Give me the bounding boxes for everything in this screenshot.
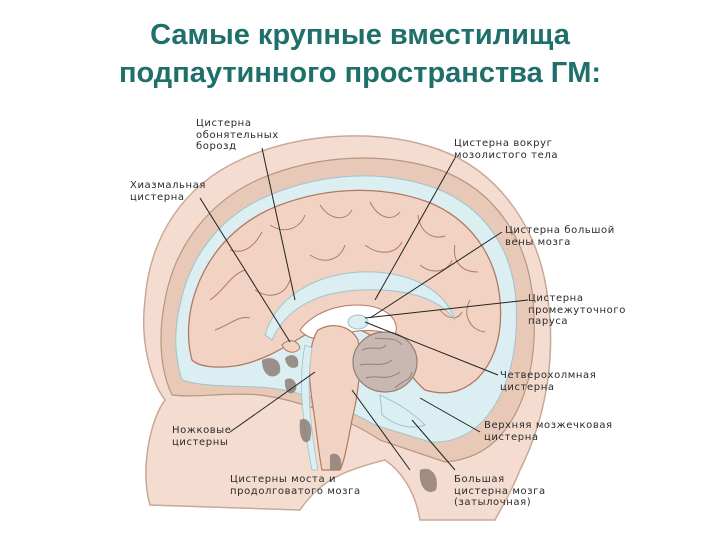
label-superior-cerebellar-cistern: Верхняя мозжечковая цистерна [484, 420, 613, 443]
label-cisterna-magna: Большая цистерна мозга (затылочная) [454, 474, 546, 509]
label-pontine-cisterns: Цистерны моста и продолговатого мозга [230, 474, 361, 497]
cerebellum [353, 332, 417, 392]
label-callosal-cistern: Цистерна вокруг мозолистого тела [454, 138, 558, 161]
label-peduncular-cisterns: Ножковые цистерны [172, 425, 232, 448]
label-velum-interpositum-cistern: Цистерна промежуточного паруса [528, 293, 626, 328]
label-chiasmatic-cistern: Хиазмальная цистерна [130, 180, 206, 203]
label-olfactory-cistern: Цистерна обонятельных борозд [196, 118, 279, 153]
label-great-vein-cistern: Цистерна большой вены мозга [505, 225, 615, 248]
label-quadrigeminal-cistern: Четверохолмная цистерна [500, 370, 596, 393]
